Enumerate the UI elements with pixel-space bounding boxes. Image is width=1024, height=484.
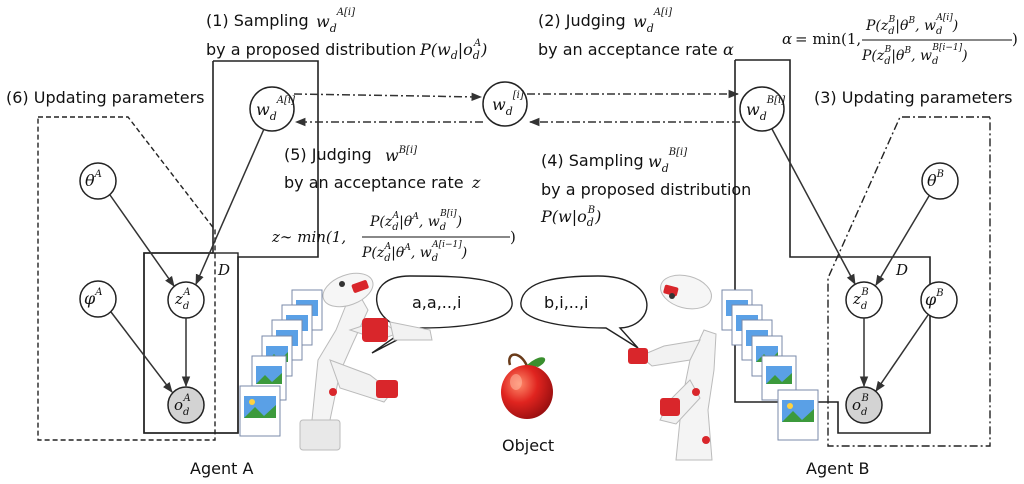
step-1-label: (1) Sampling wdA[i] by a proposed distri… (206, 7, 487, 62)
svg-text:z∼ min(1,: z∼ min(1, (271, 228, 346, 246)
edge-wa-to-shared (293, 92, 483, 102)
node-phi-b (920, 281, 958, 319)
step-3-label: (3) Updating parameters (814, 88, 1012, 107)
z-formula: z∼ min(1, P(zdA|θA, wdB[i]) P(zdA|θA, wd… (271, 209, 516, 264)
edge-theta-a-z (109, 194, 175, 287)
svg-text:(1) Sampling: (1) Sampling (206, 11, 309, 30)
svg-text:by a proposed distribution: by a proposed distribution (541, 180, 751, 199)
svg-text:P(zdB|θB, wdA[i]): P(zdB|θB, wdA[i]) (865, 13, 958, 37)
svg-text:b,i,..,i: b,i,..,i (544, 293, 588, 312)
svg-text:P(zdB|θB, wdB[i−1]): P(zdB|θB, wdB[i−1]) (861, 43, 968, 67)
svg-text:wdA[i]: wdA[i] (316, 7, 355, 35)
svg-text:zdB: zdB (852, 287, 869, 312)
step-6-label: (6) Updating parameters (6, 88, 204, 107)
speech-bubble-b: b,i,..,i (520, 275, 648, 349)
edge-w-b-z (771, 128, 856, 285)
agent-a-plate (143, 252, 239, 434)
svg-text:α: α (782, 30, 792, 48)
svg-text:): ) (510, 228, 516, 246)
speech-bubble-a: a,a,..,i (371, 275, 513, 354)
svg-text:wdB[i]: wdB[i] (648, 147, 687, 175)
edge-theta-b-z (875, 195, 930, 286)
svg-text:(4) Sampling: (4) Sampling (541, 151, 644, 170)
step-5-label: (5) Judging wB[i] by an acceptance rate … (284, 145, 481, 192)
node-w-d-b (739, 86, 785, 132)
edge-w-a-z (195, 128, 265, 285)
svg-text:z: z (471, 173, 481, 192)
svg-text:odA: odA (174, 393, 191, 418)
node-theta-a (79, 162, 117, 200)
edge-phi-a-o (110, 311, 173, 393)
agent-a-plate-label: D (217, 261, 230, 279)
svg-text:a,a,..,i: a,a,..,i (412, 293, 461, 312)
object-label: Object (502, 436, 554, 455)
svg-text:(5) Judging: (5) Judging (284, 145, 372, 164)
svg-text:by an acceptance rate: by an acceptance rate (284, 173, 464, 192)
edge-phi-b-o (875, 314, 929, 392)
svg-text:zdA: zdA (174, 287, 191, 312)
svg-text:by an acceptance rate: by an acceptance rate (538, 40, 718, 59)
node-theta-b (921, 162, 959, 200)
agent-a-image-stack (239, 289, 323, 437)
node-w-d-a (249, 86, 295, 132)
svg-text:α: α (723, 40, 734, 59)
step-2-label: (2) Judging wdA[i] by an acceptance rate… (538, 7, 734, 59)
agent-b-sampling-region (734, 59, 931, 434)
node-phi-a (79, 280, 117, 318)
svg-text:P(zdA|θA, wdA[i−1]): P(zdA|θA, wdA[i−1]) (361, 240, 467, 264)
alpha-formula: α = min(1, P(zdB|θB, wdA[i]) P(zdB|θB, w… (782, 13, 1018, 67)
svg-text:): ) (1012, 30, 1018, 48)
robot-b (628, 274, 717, 461)
svg-text:odB: odB (852, 393, 869, 418)
svg-text:P(w|odB): P(w|odB) (540, 205, 601, 229)
agent-b-image-stack (721, 289, 819, 441)
svg-text:= min(1,: = min(1, (795, 30, 861, 48)
svg-text:P(zdA|θA, wdB[i]): P(zdA|θA, wdB[i]) (369, 209, 462, 233)
robot-a (299, 272, 433, 451)
svg-text:wB[i]: wB[i] (385, 145, 417, 165)
svg-text:(2) Judging: (2) Judging (538, 11, 626, 30)
agent-a-label: Agent A (190, 459, 253, 478)
svg-text:by a proposed distribution: by a proposed distribution (206, 40, 416, 59)
node-w-d-shared (482, 81, 528, 127)
apple-icon (501, 353, 553, 419)
svg-text:P(wd|odA): P(wd|odA) (419, 38, 487, 62)
agent-a-update-region (37, 116, 216, 441)
agent-b-update-region (827, 116, 991, 447)
agent-b-plate-label: D (895, 261, 908, 279)
agent-b-label: Agent B (806, 459, 869, 478)
step-4-label: (4) Sampling wdB[i] by a proposed distri… (540, 147, 751, 229)
svg-text:wdA[i]: wdA[i] (633, 7, 672, 35)
